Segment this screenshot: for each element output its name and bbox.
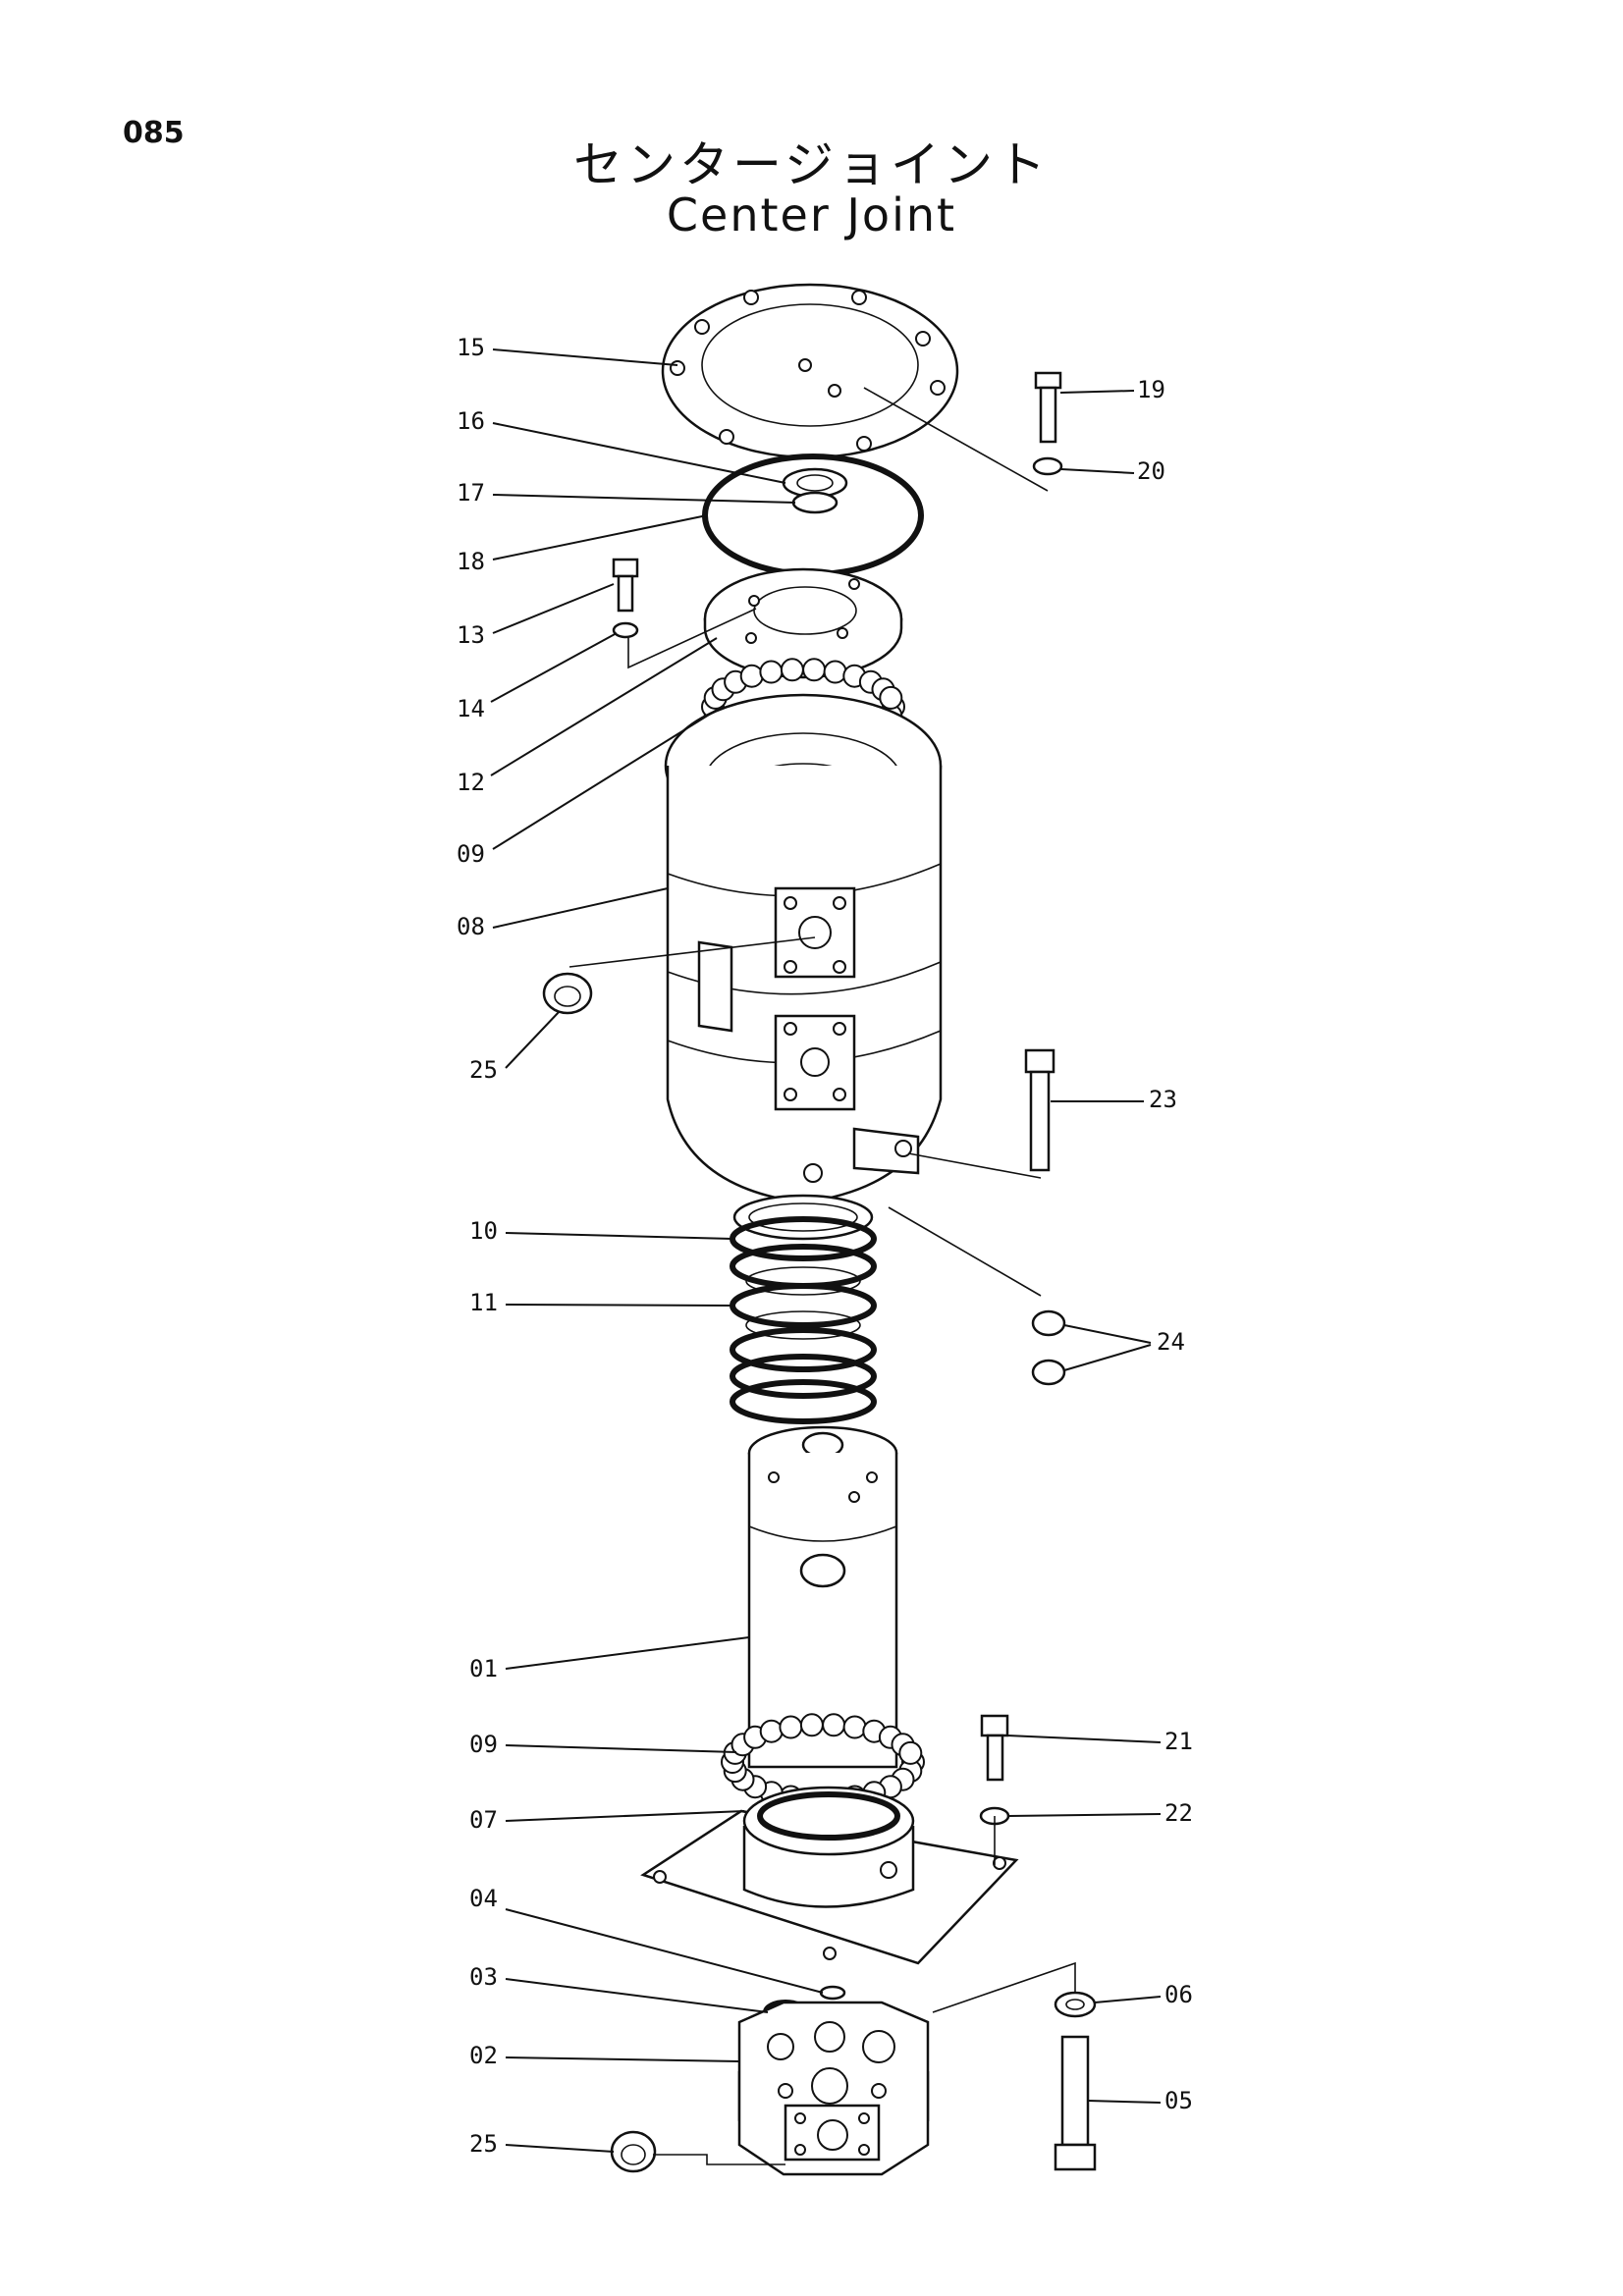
part-20-washer	[1032, 456, 1063, 476]
svg-text:20: 20	[1137, 457, 1165, 485]
svg-text:19: 19	[1137, 376, 1165, 403]
part-04-oring	[819, 1985, 846, 2001]
svg-text:17: 17	[457, 479, 485, 507]
bearing-ball	[822, 1713, 846, 1737]
callout-14: 14	[457, 632, 618, 722]
bearing-ball	[759, 660, 784, 684]
part-08-housing	[664, 693, 943, 1204]
callout-23: 23	[1051, 1086, 1177, 1113]
part-16-seal	[782, 467, 848, 499]
callout-07: 07	[469, 1806, 745, 1834]
callout-19: 19	[1059, 376, 1165, 403]
svg-text:09: 09	[469, 1731, 498, 1758]
callout-18: 18	[457, 514, 708, 575]
callout-11: 11	[469, 1289, 733, 1316]
part-06-washer	[1054, 1991, 1097, 2018]
bearing-ball	[802, 658, 827, 682]
callout-20: 20	[1060, 457, 1165, 485]
callout-16: 16	[457, 407, 786, 484]
callouts: 15 16 17 18 13 14 12 09 08 25 10 11 01 0…	[457, 334, 1193, 2158]
svg-text:06: 06	[1164, 1981, 1193, 2008]
svg-text:11: 11	[469, 1289, 498, 1316]
part-25-plug-upper	[542, 972, 593, 1015]
svg-text:15: 15	[457, 334, 485, 361]
bearing-ball	[898, 1740, 923, 1765]
part-25-plug-lower	[610, 2130, 657, 2173]
svg-text:14: 14	[457, 695, 485, 722]
svg-text:16: 16	[457, 407, 485, 435]
svg-text:18: 18	[457, 548, 485, 575]
bearing-ball	[823, 660, 847, 684]
callout-21: 21	[1006, 1728, 1193, 1755]
bearing-ball	[879, 685, 903, 710]
callout-05: 05	[1087, 2087, 1193, 2114]
bearing-ball	[780, 658, 804, 682]
callout-24: 24	[1063, 1324, 1185, 1371]
part-14-washer	[612, 621, 639, 639]
bearing-ball	[739, 664, 764, 688]
callout-09-upper: 09	[457, 706, 723, 868]
part-01-spindle	[747, 1425, 898, 1769]
callout-06: 06	[1094, 1981, 1193, 2008]
svg-text:03: 03	[469, 1963, 498, 1991]
part-15-cover-flange	[661, 283, 959, 459]
svg-text:25: 25	[469, 1056, 498, 1084]
callout-17: 17	[457, 479, 796, 507]
part-02-port-block	[737, 2001, 930, 2176]
title-english: Center Joint	[666, 188, 957, 241]
callout-08: 08	[457, 887, 669, 940]
part-07-base-flange	[640, 1786, 1019, 1965]
svg-text:01: 01	[469, 1655, 498, 1682]
assembly-lines	[568, 387, 1076, 2165]
callout-25-lower: 25	[469, 2130, 615, 2158]
part-13-bolt	[612, 558, 639, 613]
callout-10: 10	[469, 1217, 733, 1245]
callout-12: 12	[457, 637, 718, 796]
svg-text:12: 12	[457, 769, 485, 796]
part-17-oring	[791, 491, 839, 514]
svg-text:09: 09	[457, 840, 485, 868]
svg-text:24: 24	[1157, 1328, 1185, 1356]
part-19-bolt	[1034, 371, 1062, 444]
svg-text:22: 22	[1164, 1799, 1193, 1827]
callout-01: 01	[469, 1636, 750, 1682]
part-21-bolt	[980, 1714, 1009, 1782]
part-05-bolt	[1054, 2035, 1097, 2171]
part-23-bolt	[1024, 1048, 1055, 1172]
svg-text:25: 25	[469, 2130, 498, 2158]
page-number: 085	[123, 116, 185, 150]
callout-02: 02	[469, 2042, 740, 2069]
bearing-ball	[842, 1715, 867, 1739]
callout-09-lower: 09	[469, 1731, 737, 1758]
svg-text:21: 21	[1164, 1728, 1193, 1755]
svg-text:05: 05	[1164, 2087, 1193, 2114]
bearing-ball	[779, 1715, 803, 1739]
bearing-ball	[759, 1719, 784, 1743]
svg-text:08: 08	[457, 913, 485, 940]
title-japanese: センタージョイント	[573, 136, 1050, 193]
callout-22: 22	[1007, 1799, 1193, 1827]
svg-text:10: 10	[469, 1217, 498, 1245]
part-10-11-seal-stack	[730, 1194, 877, 1424]
svg-text:07: 07	[469, 1806, 498, 1834]
svg-text:04: 04	[469, 1885, 498, 1912]
svg-text:23: 23	[1149, 1086, 1177, 1113]
callout-25-upper: 25	[469, 1010, 561, 1084]
part-12-plate	[703, 567, 903, 679]
svg-text:02: 02	[469, 2042, 498, 2069]
callout-03: 03	[469, 1963, 769, 2013]
bearing-ball	[799, 1713, 824, 1737]
callout-15: 15	[457, 334, 678, 366]
part-24-nuts	[1031, 1309, 1066, 1386]
callout-04: 04	[469, 1885, 824, 1994]
callout-13: 13	[457, 583, 615, 649]
svg-text:13: 13	[457, 621, 485, 649]
